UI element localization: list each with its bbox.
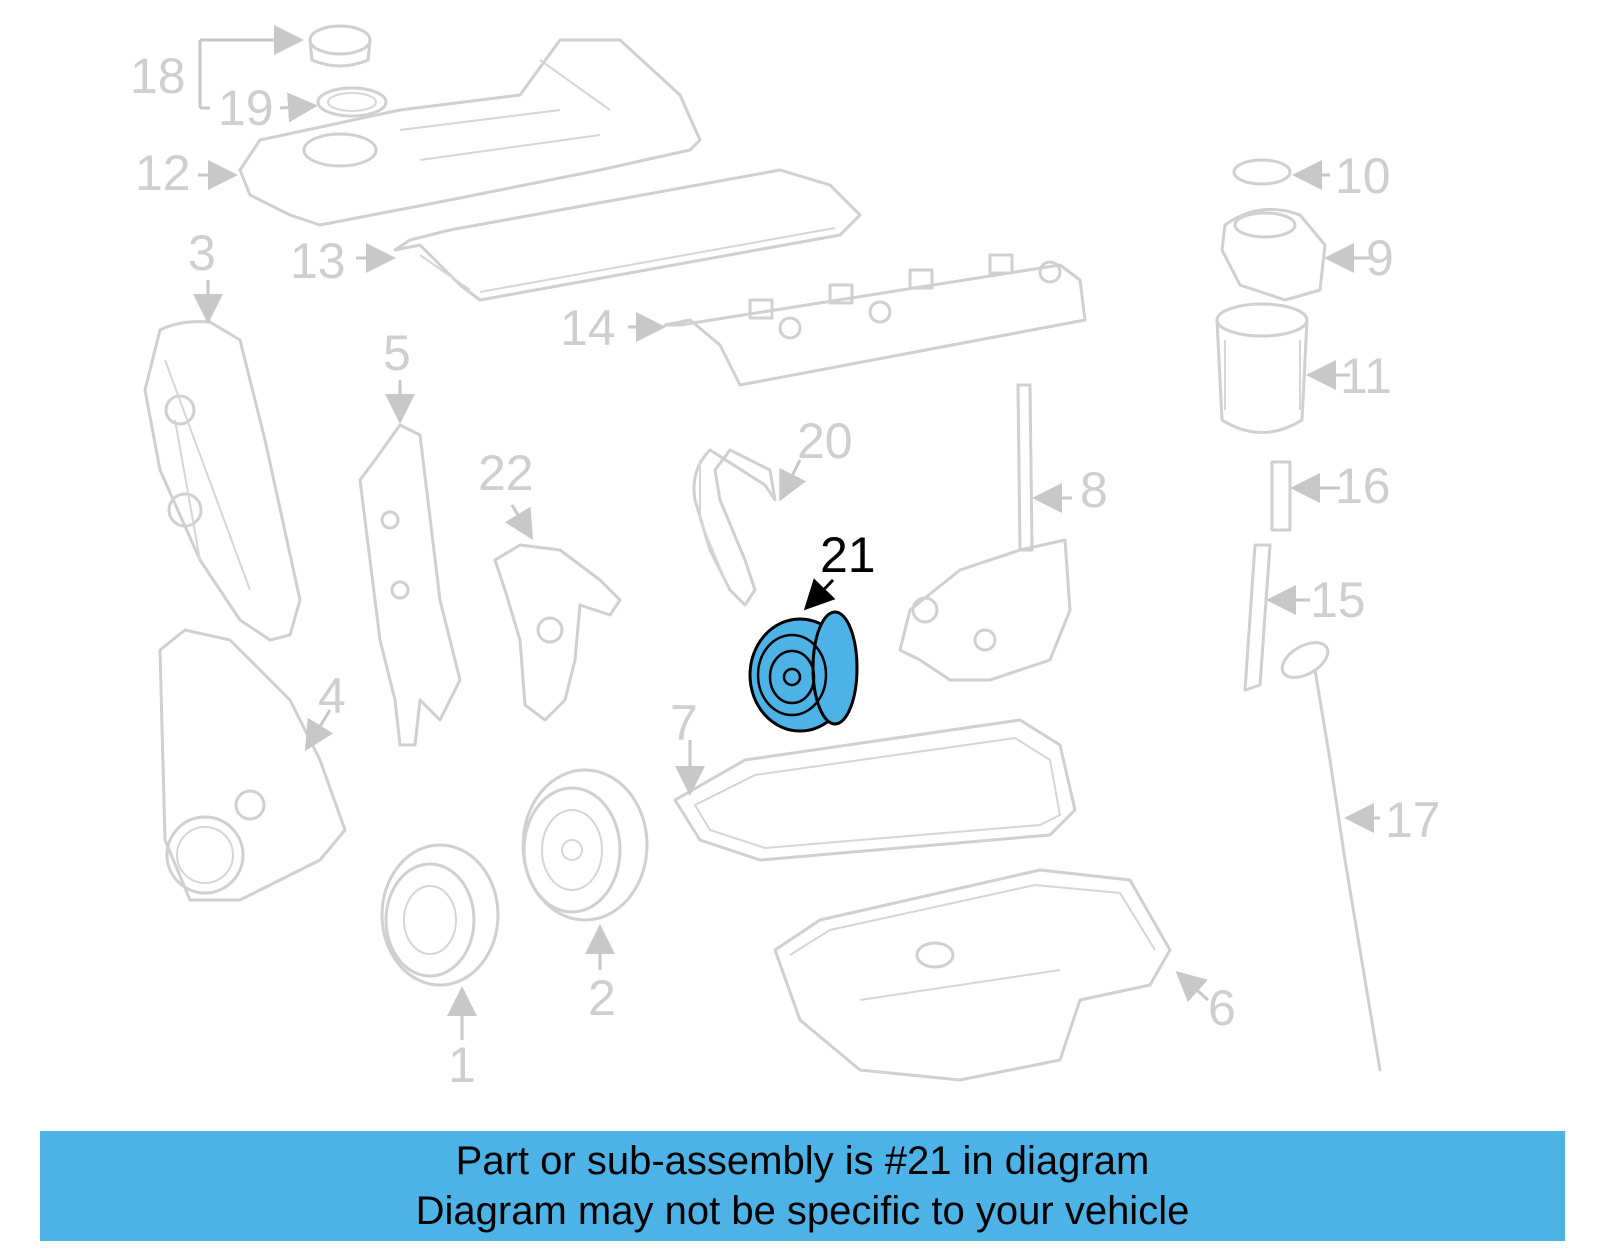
callout-18: 18 bbox=[130, 48, 186, 104]
part-2-crankshaft-pulley[interactable] bbox=[521, 768, 649, 970]
part-17-dipstick[interactable] bbox=[1276, 635, 1382, 1072]
part-3-timing-cover-upper[interactable] bbox=[143, 280, 302, 642]
part-6-oil-pan[interactable] bbox=[773, 868, 1209, 1082]
callout-21: 21 bbox=[820, 527, 876, 583]
callout-2: 2 bbox=[588, 970, 616, 1026]
callout-14: 14 bbox=[560, 300, 616, 356]
part-12-valve-cover[interactable] bbox=[198, 38, 702, 227]
callout-22: 22 bbox=[478, 445, 534, 501]
part-22-tensioner-bracket[interactable] bbox=[493, 504, 622, 722]
part-15-dipstick-tube[interactable] bbox=[1243, 543, 1310, 692]
part-10-o-ring[interactable] bbox=[1232, 158, 1330, 190]
callout-11: 11 bbox=[1340, 348, 1392, 404]
callout-7: 7 bbox=[670, 695, 698, 751]
banner-line-1: Part or sub-assembly is #21 in diagram bbox=[455, 1139, 1150, 1183]
callout-13: 13 bbox=[290, 233, 346, 289]
callout-17: 17 bbox=[1385, 792, 1441, 848]
part-7-oil-pan-gasket[interactable] bbox=[673, 718, 1077, 862]
callout-8: 8 bbox=[1080, 462, 1108, 518]
callout-9: 9 bbox=[1366, 230, 1394, 286]
part-18-oil-cap[interactable] bbox=[198, 24, 372, 110]
banner-line-2: Diagram may not be specific to your vehi… bbox=[415, 1189, 1190, 1233]
part-14-manifold[interactable] bbox=[628, 253, 1087, 387]
callout-6: 6 bbox=[1208, 980, 1236, 1036]
callout-3: 3 bbox=[188, 225, 216, 281]
callout-5: 5 bbox=[383, 325, 411, 381]
part-19-seal[interactable] bbox=[279, 86, 388, 123]
callout-4: 4 bbox=[318, 668, 346, 724]
part-20-timing-belt[interactable] bbox=[692, 448, 807, 607]
callout-12: 12 bbox=[135, 145, 191, 201]
part-1-vibration-damper[interactable] bbox=[380, 843, 500, 1040]
part-16-oil-pressure-sender[interactable] bbox=[1270, 460, 1340, 532]
callout-19: 19 bbox=[218, 80, 274, 136]
callout-1: 1 bbox=[448, 1037, 476, 1093]
part-21-tensioner-pulley[interactable] bbox=[748, 578, 859, 733]
part-11-oil-filter[interactable] bbox=[1215, 302, 1350, 434]
callout-20: 20 bbox=[797, 413, 853, 469]
part-8-oil-pump[interactable] bbox=[898, 383, 1072, 682]
part-9-filter-housing[interactable] bbox=[1220, 207, 1370, 302]
part-4-timing-cover-lower[interactable] bbox=[158, 628, 347, 902]
part-5-rear-cover[interactable] bbox=[358, 380, 462, 747]
callout-15: 15 bbox=[1310, 572, 1366, 628]
part-13-valve-cover-gasket[interactable] bbox=[356, 168, 862, 302]
callout-10: 10 bbox=[1335, 148, 1391, 204]
info-banner: Part or sub-assembly is #21 in diagram D… bbox=[40, 1131, 1565, 1241]
callout-16: 16 bbox=[1335, 458, 1391, 514]
